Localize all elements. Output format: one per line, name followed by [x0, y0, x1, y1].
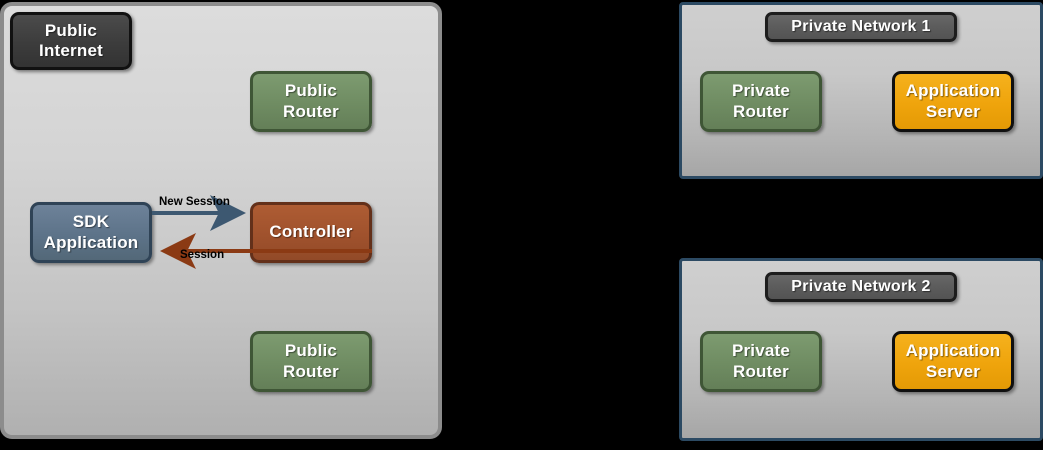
- private-network-1-badge: Private Network 1: [765, 12, 957, 42]
- node-controller-label-line1: Controller: [269, 222, 353, 242]
- node-public-internet-label-line2: Internet: [39, 41, 103, 60]
- node-private-router-2-label-line2: Router: [733, 361, 789, 381]
- node-private-router-2-label-line1: Private: [731, 341, 791, 361]
- private-network-2-badge-label: Private Network 2: [791, 278, 931, 295]
- node-public-router-bottom-label-line2: Router: [283, 361, 339, 381]
- node-public-router-bottom[interactable]: Public Router: [250, 331, 372, 392]
- node-private-router-1-label-line2: Router: [733, 101, 789, 121]
- node-application-server-2[interactable]: Application Server: [892, 331, 1014, 392]
- node-public-router-bottom-label-line1: Public: [284, 341, 338, 361]
- node-public-router-top[interactable]: Public Router: [250, 71, 372, 132]
- node-application-server-2-label-line2: Server: [925, 361, 981, 381]
- node-application-server-1-label-line1: Application: [905, 81, 1001, 101]
- connector-session-label: Session: [180, 249, 225, 261]
- node-application-server-1-label-line2: Server: [925, 101, 981, 121]
- private-network-2-badge: Private Network 2: [765, 272, 957, 302]
- node-sdk-application-label-line2: Application: [43, 232, 139, 252]
- node-application-server-1[interactable]: Application Server: [892, 71, 1014, 132]
- node-public-internet[interactable]: Public Internet: [10, 12, 132, 70]
- node-private-router-1[interactable]: Private Router: [700, 71, 822, 132]
- node-sdk-application-label-line1: SDK: [72, 212, 110, 232]
- node-application-server-2-label-line1: Application: [905, 341, 1001, 361]
- node-private-router-1-label-line1: Private: [731, 81, 791, 101]
- node-controller[interactable]: Controller: [250, 202, 372, 263]
- private-network-1-badge-label: Private Network 1: [791, 18, 931, 35]
- node-public-router-top-label-line1: Public: [284, 81, 338, 101]
- connector-new-session-label: New Session: [159, 196, 230, 208]
- node-sdk-application[interactable]: SDK Application: [30, 202, 152, 263]
- node-public-internet-label-line1: Public: [44, 20, 98, 40]
- node-private-router-2[interactable]: Private Router: [700, 331, 822, 392]
- node-public-router-top-label-line2: Router: [283, 101, 339, 121]
